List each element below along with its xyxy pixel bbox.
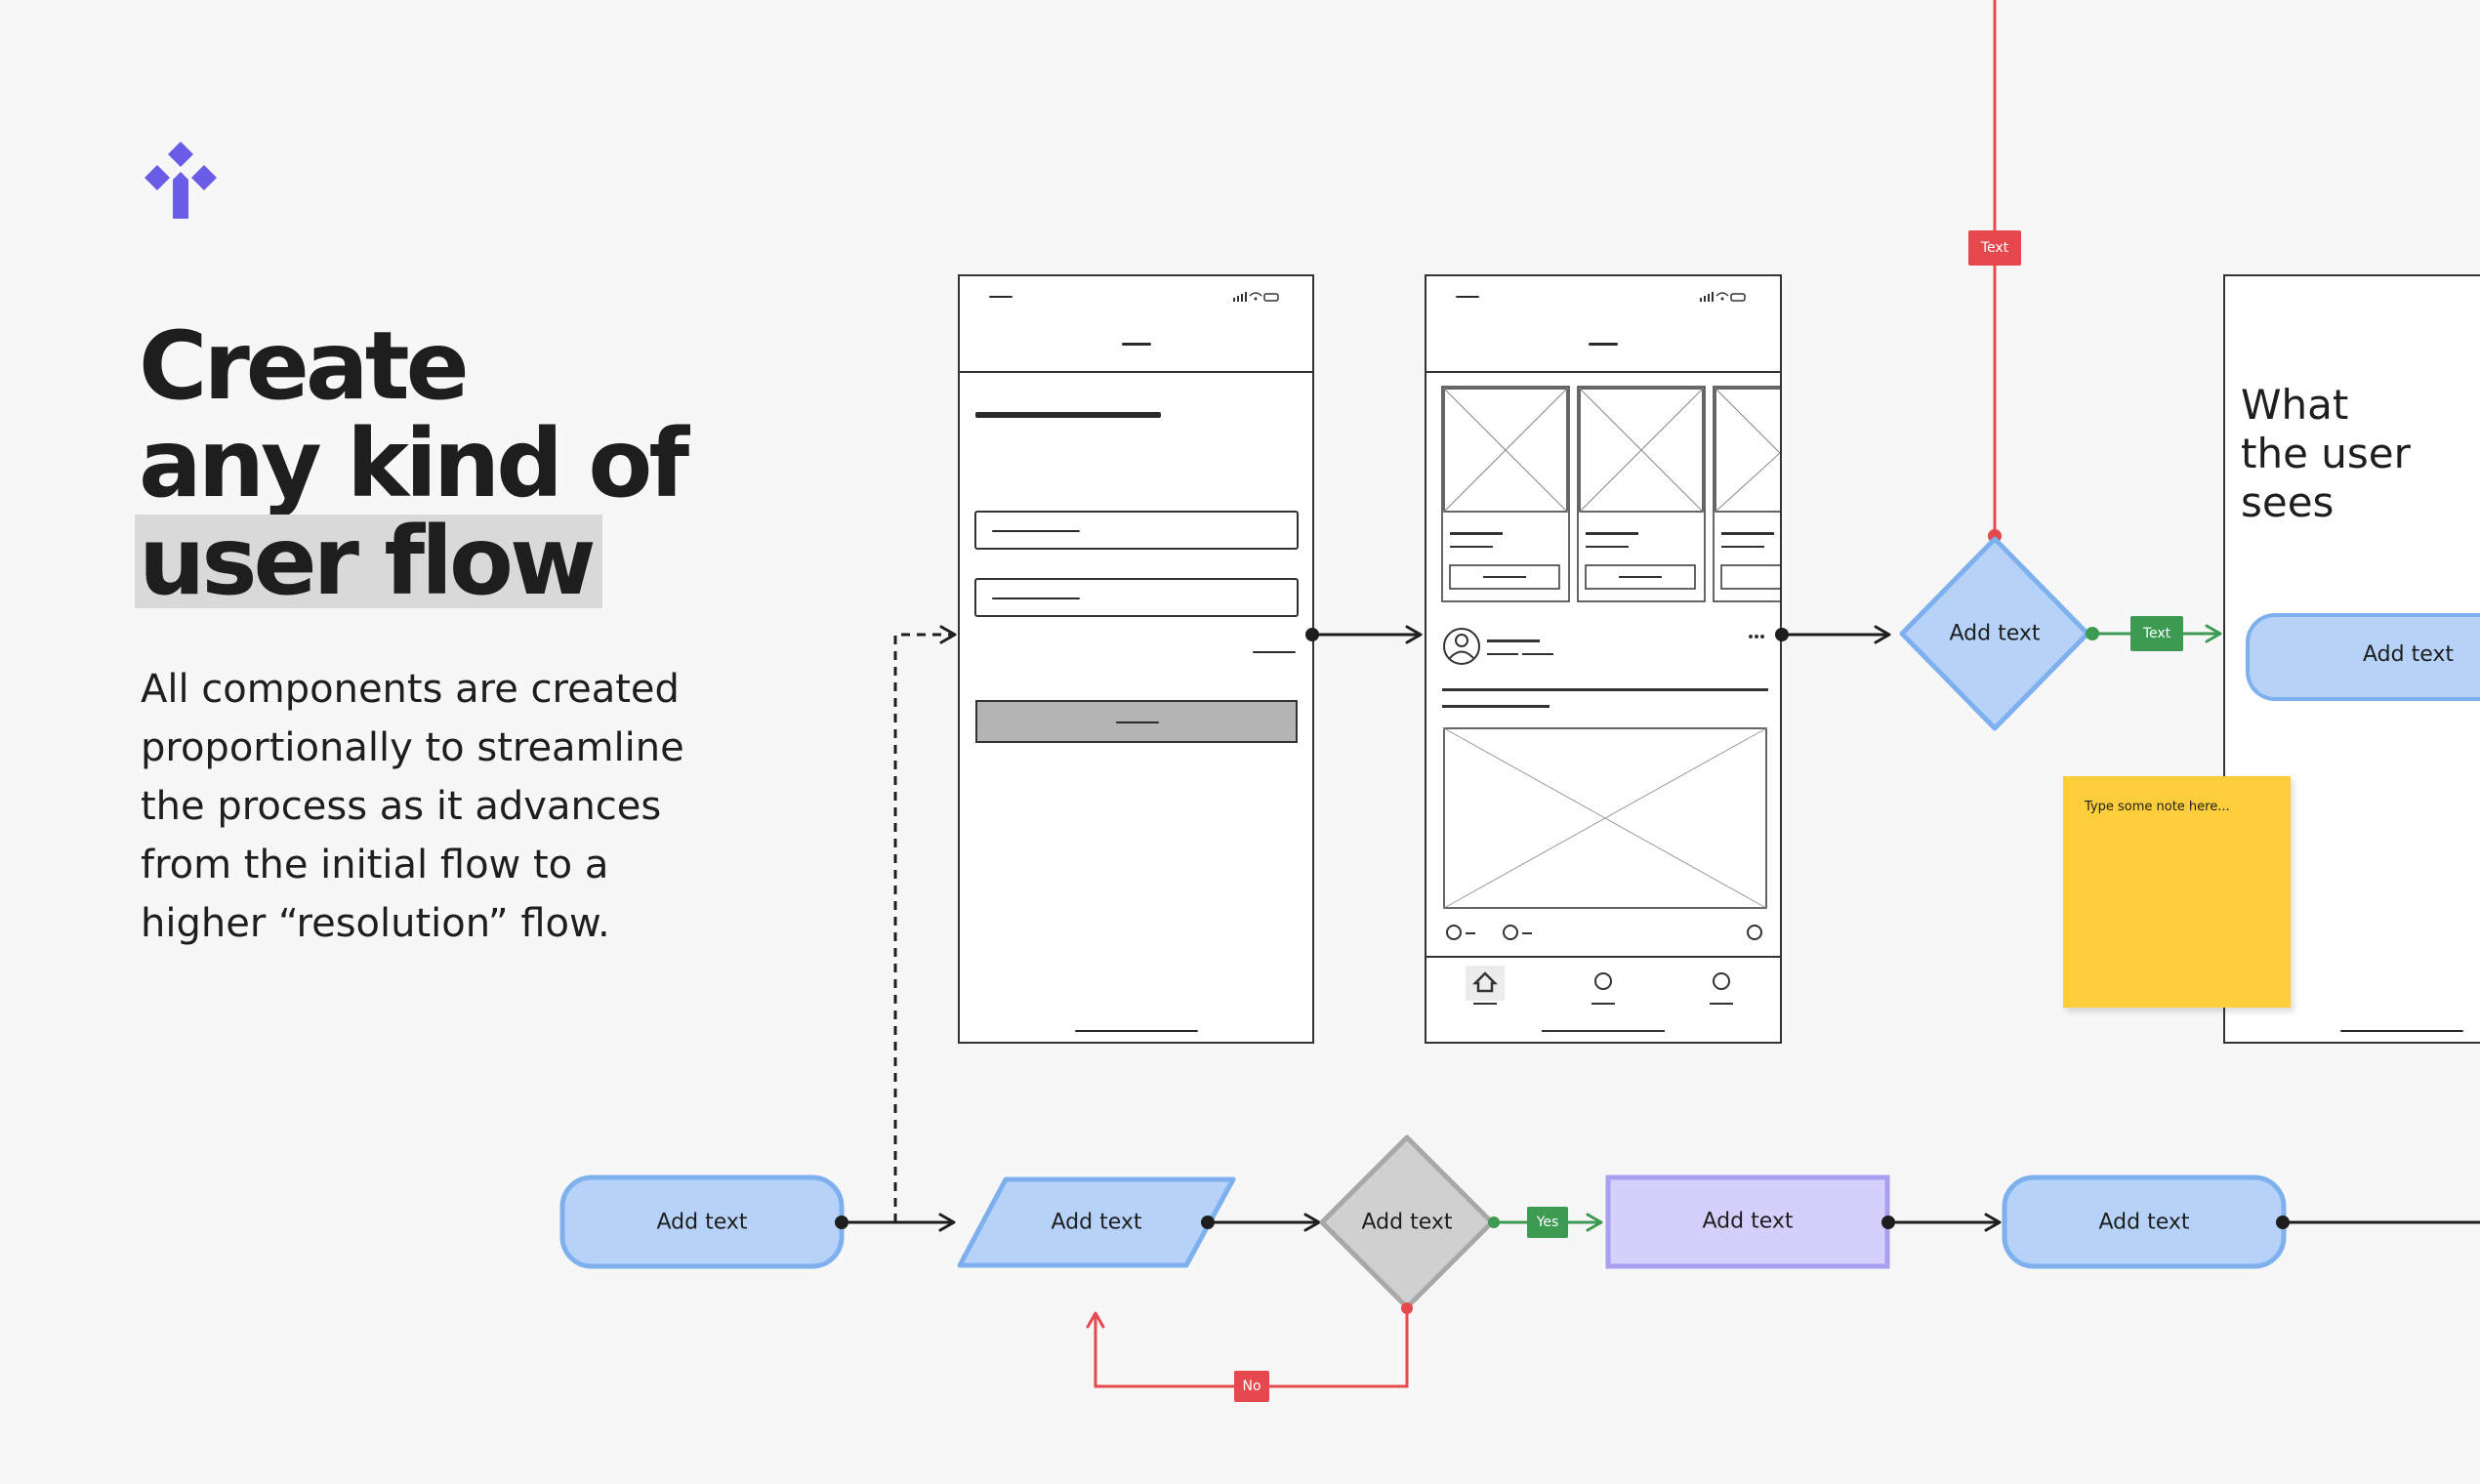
diamond-logo-icon <box>145 142 217 219</box>
panel-add-text-button[interactable] <box>2246 613 2480 701</box>
description-line-1: All components are created <box>141 667 680 712</box>
panel-title-line-3: sees <box>2241 478 2335 526</box>
svg-text:Add text: Add text <box>656 1211 747 1235</box>
feed-wireframe-content <box>1426 386 1780 1032</box>
product-card[interactable] <box>1441 386 1570 602</box>
end-terminal-shape[interactable]: Add text <box>2002 1175 2287 1269</box>
status-bar-icons <box>1233 292 1279 302</box>
headline-line-2: any kind of <box>139 409 689 518</box>
sticky-note[interactable]: Type some note here... <box>2063 776 2291 1008</box>
process-rectangle-shape[interactable]: Add text <box>1605 1175 1890 1269</box>
home-indicator <box>1075 1030 1198 1032</box>
status-bar-time <box>989 296 1013 298</box>
red-text-tag[interactable]: Text <box>1968 230 2021 266</box>
login-button[interactable] <box>975 700 1298 743</box>
search-tab-icon <box>1594 972 1612 990</box>
headline-line-1: Create <box>139 311 470 421</box>
header-divider <box>960 371 1312 373</box>
panel-add-text-label: Add text <box>2363 642 2455 667</box>
svg-text:Text: Text <box>1980 240 2009 256</box>
description-line-5: higher “resolution” flow. <box>141 901 610 946</box>
no-tag[interactable]: No <box>1234 1371 1269 1402</box>
wireframe-login-screen[interactable] <box>958 274 1314 1044</box>
description-text: All components are created proportionall… <box>141 660 765 953</box>
more-options-icon[interactable] <box>1749 635 1764 639</box>
description-line-3: the process as it advances <box>141 784 662 829</box>
top-decision-diamond[interactable]: Add text <box>1899 536 2090 731</box>
svg-text:Add text: Add text <box>1949 622 2040 646</box>
form-heading-placeholder <box>975 412 1161 418</box>
status-bar-icons <box>1700 292 1746 302</box>
status-bar-time <box>1456 296 1479 298</box>
product-card[interactable] <box>1577 386 1706 602</box>
description-line-2: proportionally to streamline <box>141 725 684 770</box>
description-line-4: from the initial flow to a <box>141 843 609 887</box>
panel-title: What the user sees <box>2241 381 2411 527</box>
home-tab-icon <box>1471 971 1499 993</box>
svg-text:No: No <box>1242 1379 1261 1394</box>
panel-title-line-1: What <box>2241 381 2349 429</box>
header-divider <box>1426 371 1780 373</box>
panel-title-line-2: the user <box>2241 430 2411 477</box>
password-field[interactable] <box>974 578 1299 617</box>
green-text-tag[interactable]: Text <box>2130 616 2183 651</box>
username-field[interactable] <box>974 511 1299 550</box>
svg-text:Yes: Yes <box>1536 1215 1559 1230</box>
svg-text:Text: Text <box>2142 626 2171 641</box>
svg-text:Add text: Add text <box>1702 1210 1793 1234</box>
nav-title-placeholder <box>1589 343 1618 346</box>
svg-text:Add text: Add text <box>1051 1211 1141 1235</box>
svg-text:Add text: Add text <box>1361 1211 1452 1235</box>
dashed-connector-arrow <box>893 625 957 1222</box>
sticky-note-text: Type some note here... <box>2085 800 2230 814</box>
product-card[interactable] <box>1713 386 1780 602</box>
bottom-decision-diamond[interactable]: Add text <box>1319 1134 1495 1310</box>
wireframe-feed-screen[interactable] <box>1425 274 1782 1044</box>
forgot-link-placeholder[interactable] <box>1253 651 1296 653</box>
yes-tag[interactable]: Yes <box>1527 1207 1568 1238</box>
user-avatar-icon[interactable] <box>1443 628 1480 665</box>
page-title: Create any kind of user flow <box>135 311 689 610</box>
headline-highlight: user flow <box>135 515 602 608</box>
nav-title-placeholder <box>1122 343 1151 346</box>
input-parallelogram-shape[interactable]: Add text <box>957 1176 1236 1268</box>
profile-tab-icon <box>1713 972 1730 990</box>
start-terminal-shape[interactable]: Add text <box>559 1175 845 1269</box>
svg-text:Add text: Add text <box>2098 1211 2189 1235</box>
